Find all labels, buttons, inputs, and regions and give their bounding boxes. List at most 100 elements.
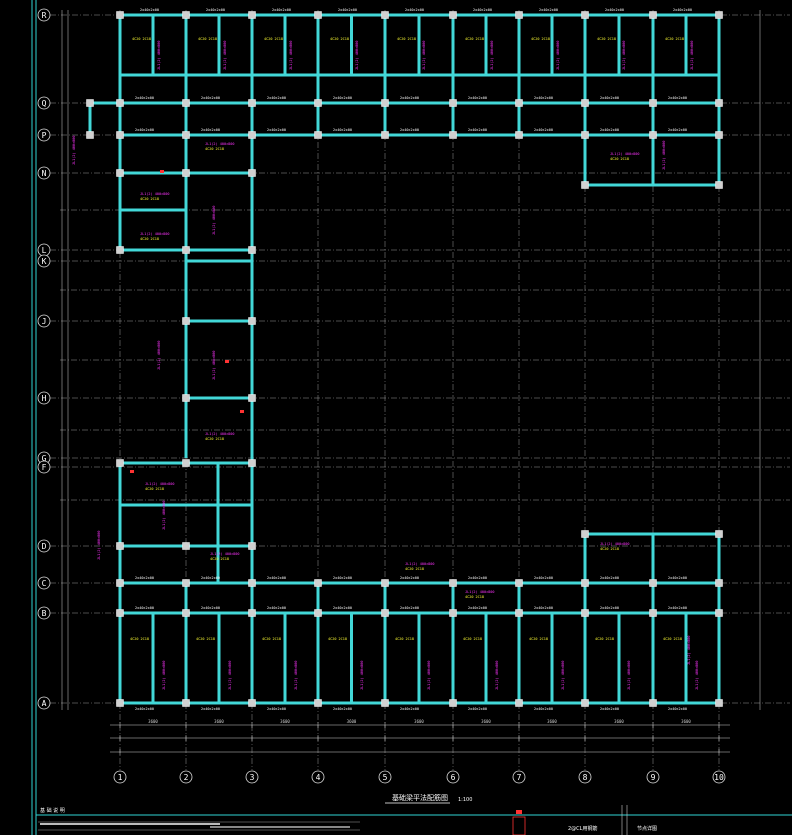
column[interactable] bbox=[182, 317, 190, 325]
svg-text:3600: 3600 bbox=[414, 719, 424, 724]
column[interactable] bbox=[515, 699, 523, 707]
column[interactable] bbox=[248, 699, 256, 707]
column[interactable] bbox=[515, 579, 523, 587]
column[interactable] bbox=[581, 699, 589, 707]
column[interactable] bbox=[449, 99, 457, 107]
beam-annotation: 4C20 2C18 bbox=[395, 637, 414, 641]
column[interactable] bbox=[581, 99, 589, 107]
column[interactable] bbox=[248, 579, 256, 587]
column[interactable] bbox=[182, 459, 190, 467]
column[interactable] bbox=[116, 579, 124, 587]
column[interactable] bbox=[314, 609, 322, 617]
column[interactable] bbox=[515, 609, 523, 617]
beam-annotation: 2x40×2x00 bbox=[206, 8, 225, 12]
column[interactable] bbox=[715, 181, 723, 189]
column[interactable] bbox=[182, 579, 190, 587]
column[interactable] bbox=[248, 131, 256, 139]
column[interactable] bbox=[381, 131, 389, 139]
column[interactable] bbox=[715, 11, 723, 19]
column[interactable] bbox=[248, 317, 256, 325]
column[interactable] bbox=[116, 246, 124, 254]
column[interactable] bbox=[248, 246, 256, 254]
column[interactable] bbox=[515, 11, 523, 19]
column[interactable] bbox=[449, 11, 457, 19]
column[interactable] bbox=[182, 131, 190, 139]
column[interactable] bbox=[116, 169, 124, 177]
column[interactable] bbox=[182, 699, 190, 707]
column[interactable] bbox=[116, 99, 124, 107]
column[interactable] bbox=[381, 699, 389, 707]
column[interactable] bbox=[581, 579, 589, 587]
beam-annotation: JL1(2) 400×800 bbox=[662, 140, 666, 170]
column[interactable] bbox=[715, 99, 723, 107]
column[interactable] bbox=[182, 11, 190, 19]
column[interactable] bbox=[116, 542, 124, 550]
column[interactable] bbox=[314, 579, 322, 587]
foundation-beams[interactable] bbox=[88, 13, 721, 705]
column[interactable] bbox=[314, 699, 322, 707]
column[interactable] bbox=[715, 699, 723, 707]
beam-annotation: 2x40×2x00 bbox=[600, 576, 619, 580]
column[interactable] bbox=[715, 609, 723, 617]
column[interactable] bbox=[314, 131, 322, 139]
column[interactable] bbox=[86, 131, 94, 139]
column[interactable] bbox=[248, 459, 256, 467]
column[interactable] bbox=[581, 131, 589, 139]
detail-label: 节点详图 bbox=[637, 825, 657, 832]
column[interactable] bbox=[581, 11, 589, 19]
column[interactable] bbox=[182, 246, 190, 254]
column[interactable] bbox=[248, 609, 256, 617]
column[interactable] bbox=[116, 459, 124, 467]
column[interactable] bbox=[248, 99, 256, 107]
column[interactable] bbox=[649, 609, 657, 617]
beam-annotation: 2x40×2x00 bbox=[668, 576, 687, 580]
column[interactable] bbox=[116, 11, 124, 19]
column[interactable] bbox=[649, 11, 657, 19]
column[interactable] bbox=[381, 99, 389, 107]
column[interactable] bbox=[116, 131, 124, 139]
column[interactable] bbox=[449, 699, 457, 707]
column[interactable] bbox=[581, 530, 589, 538]
column[interactable] bbox=[581, 181, 589, 189]
column[interactable] bbox=[248, 11, 256, 19]
column[interactable] bbox=[182, 169, 190, 177]
column[interactable] bbox=[248, 169, 256, 177]
column[interactable] bbox=[381, 609, 389, 617]
column[interactable] bbox=[449, 579, 457, 587]
column[interactable] bbox=[182, 609, 190, 617]
column[interactable] bbox=[381, 11, 389, 19]
axis-bubble-col-8: 8 bbox=[578, 770, 592, 784]
column[interactable] bbox=[182, 542, 190, 550]
beam-annotation: 2x40×2x00 bbox=[534, 96, 553, 100]
column[interactable] bbox=[649, 699, 657, 707]
column[interactable] bbox=[449, 609, 457, 617]
column[interactable] bbox=[449, 131, 457, 139]
column[interactable] bbox=[381, 579, 389, 587]
beam-annotation: JL1(2) 400×800 bbox=[360, 660, 364, 690]
column[interactable] bbox=[86, 99, 94, 107]
column[interactable] bbox=[248, 394, 256, 402]
column[interactable] bbox=[116, 699, 124, 707]
column[interactable] bbox=[182, 99, 190, 107]
column[interactable] bbox=[248, 542, 256, 550]
axis-bubble-col-10: 10 bbox=[712, 770, 726, 784]
column[interactable] bbox=[581, 609, 589, 617]
svg-text:3600: 3600 bbox=[481, 719, 491, 724]
columns[interactable] bbox=[86, 11, 723, 707]
column[interactable] bbox=[314, 11, 322, 19]
column[interactable] bbox=[715, 530, 723, 538]
column[interactable] bbox=[182, 394, 190, 402]
column[interactable] bbox=[314, 99, 322, 107]
column[interactable] bbox=[649, 579, 657, 587]
beam-annotation: JL1(2) 400×800 bbox=[294, 660, 298, 690]
column[interactable] bbox=[715, 131, 723, 139]
column[interactable] bbox=[515, 99, 523, 107]
beam-annotation: 2x40×2x00 bbox=[338, 8, 357, 12]
column[interactable] bbox=[715, 579, 723, 587]
column[interactable] bbox=[116, 609, 124, 617]
column[interactable] bbox=[649, 131, 657, 139]
column[interactable] bbox=[515, 131, 523, 139]
column[interactable] bbox=[649, 99, 657, 107]
